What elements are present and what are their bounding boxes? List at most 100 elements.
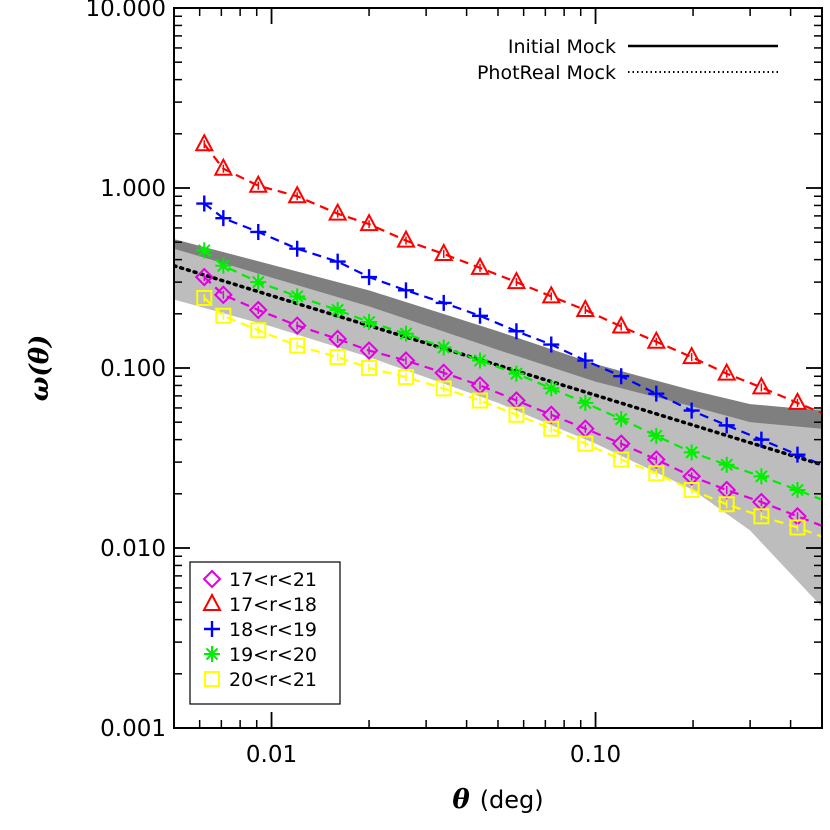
data-point-square bbox=[543, 420, 560, 437]
data-point-plus bbox=[361, 269, 378, 286]
data-point-triangle bbox=[434, 242, 454, 261]
data-point-asterisk bbox=[435, 339, 452, 356]
data-point-triangle bbox=[328, 202, 348, 221]
data-point-plus bbox=[435, 294, 452, 311]
data-point-plus bbox=[215, 210, 232, 227]
data-point-square bbox=[753, 508, 770, 525]
data-point-asterisk bbox=[289, 288, 306, 305]
data-point-asterisk bbox=[648, 427, 665, 444]
data-point-diamond bbox=[328, 329, 348, 349]
data-point-triangle bbox=[194, 133, 214, 152]
legend-label: 18<r<19 bbox=[229, 619, 317, 641]
data-point-square bbox=[648, 465, 665, 482]
x-tick-label: 0.01 bbox=[246, 742, 297, 768]
data-point-triangle bbox=[611, 315, 631, 334]
data-point-square bbox=[196, 289, 213, 306]
data-point-asterisk bbox=[329, 302, 346, 319]
mock-legend-label: PhotReal Mock bbox=[477, 62, 616, 84]
data-point-diamond bbox=[194, 267, 214, 287]
data-point-asterisk bbox=[683, 444, 700, 461]
legend-marker-triangle bbox=[202, 592, 222, 611]
data-point-square bbox=[718, 496, 735, 513]
data-point-triangle bbox=[717, 362, 737, 381]
data-point-diamond bbox=[248, 300, 268, 320]
data-point-triangle bbox=[213, 157, 234, 176]
data-point-plus bbox=[683, 402, 700, 419]
data-point-asterisk bbox=[753, 468, 770, 485]
data-point-plus bbox=[789, 446, 806, 463]
data-point-plus bbox=[196, 195, 213, 212]
legend-marker-plus bbox=[204, 621, 220, 637]
data-point-asterisk bbox=[397, 325, 414, 342]
data-point-asterisk bbox=[508, 365, 525, 382]
data-point-square bbox=[250, 322, 267, 339]
data-point-plus bbox=[472, 307, 489, 324]
data-point-asterisk bbox=[718, 456, 735, 473]
data-point-square bbox=[683, 482, 700, 499]
initial-mock-band bbox=[174, 239, 822, 429]
data-point-square bbox=[613, 451, 630, 468]
y-tick-label: 0.001 bbox=[100, 716, 166, 742]
data-point-plus bbox=[613, 368, 630, 385]
data-point-asterisk bbox=[472, 352, 489, 369]
x-axis-unit: (deg) bbox=[480, 786, 544, 814]
data-point-diamond bbox=[287, 316, 307, 336]
photreal-band bbox=[174, 247, 822, 608]
legend-label: 17<r<21 bbox=[229, 569, 317, 591]
data-point-asterisk bbox=[196, 242, 213, 259]
series-markers bbox=[194, 133, 808, 536]
data-point-triangle bbox=[646, 330, 666, 349]
data-point-plus bbox=[577, 352, 594, 369]
data-point-plus bbox=[289, 240, 306, 257]
data-point-triangle bbox=[506, 270, 527, 290]
data-point-square bbox=[215, 307, 232, 324]
y-tick-label: 0.100 bbox=[100, 356, 166, 382]
data-point-diamond bbox=[213, 285, 233, 305]
data-point-square bbox=[289, 337, 306, 354]
data-point-square bbox=[361, 360, 378, 376]
data-point-diamond bbox=[541, 405, 561, 425]
legend-marker-diamond bbox=[202, 569, 222, 589]
mock-legend-label: Initial Mock bbox=[508, 36, 616, 58]
data-point-plus bbox=[753, 431, 770, 448]
photreal-mock-line bbox=[174, 263, 822, 467]
data-point-triangle bbox=[681, 345, 702, 365]
data-point-triangle bbox=[287, 185, 307, 204]
data-point-diamond bbox=[646, 450, 666, 469]
data-point-square bbox=[397, 369, 414, 386]
data-point-asterisk bbox=[250, 274, 267, 291]
legend-marker-asterisk bbox=[204, 646, 220, 662]
series-legend-box bbox=[189, 561, 341, 705]
data-point-triangle bbox=[787, 391, 808, 410]
data-point-asterisk bbox=[361, 314, 378, 331]
data-point-plus bbox=[329, 253, 346, 270]
legend-label: 20<r<21 bbox=[229, 669, 317, 691]
data-point-triangle bbox=[541, 285, 561, 304]
y-tick-label: 1.000 bbox=[100, 176, 166, 202]
data-point-asterisk bbox=[543, 380, 560, 397]
data-point-asterisk bbox=[613, 411, 630, 428]
data-point-triangle bbox=[396, 229, 416, 248]
data-point-diamond bbox=[359, 341, 379, 360]
legend-label: 17<r<18 bbox=[229, 594, 317, 616]
data-point-triangle bbox=[751, 376, 772, 395]
data-point-square bbox=[577, 435, 594, 452]
data-point-square bbox=[435, 380, 452, 397]
data-point-square bbox=[789, 519, 806, 536]
legend-marker-square bbox=[204, 671, 220, 687]
data-point-plus bbox=[543, 336, 560, 353]
series-legend: 17<r<21 17<r<18 18<r<19 19<r<20 20<r<21 bbox=[189, 561, 341, 705]
mock-bands bbox=[174, 239, 822, 608]
data-point-square bbox=[329, 349, 346, 366]
y-tick-label: 0.010 bbox=[100, 536, 166, 562]
data-point-plus bbox=[397, 282, 414, 299]
x-axis-symbol: θ bbox=[452, 785, 470, 815]
data-point-plus bbox=[250, 223, 267, 240]
legend-label: 19<r<20 bbox=[229, 644, 317, 666]
y-tick-label: 10.000 bbox=[86, 0, 166, 22]
data-point-plus bbox=[648, 385, 665, 402]
data-point-triangle bbox=[470, 256, 490, 275]
